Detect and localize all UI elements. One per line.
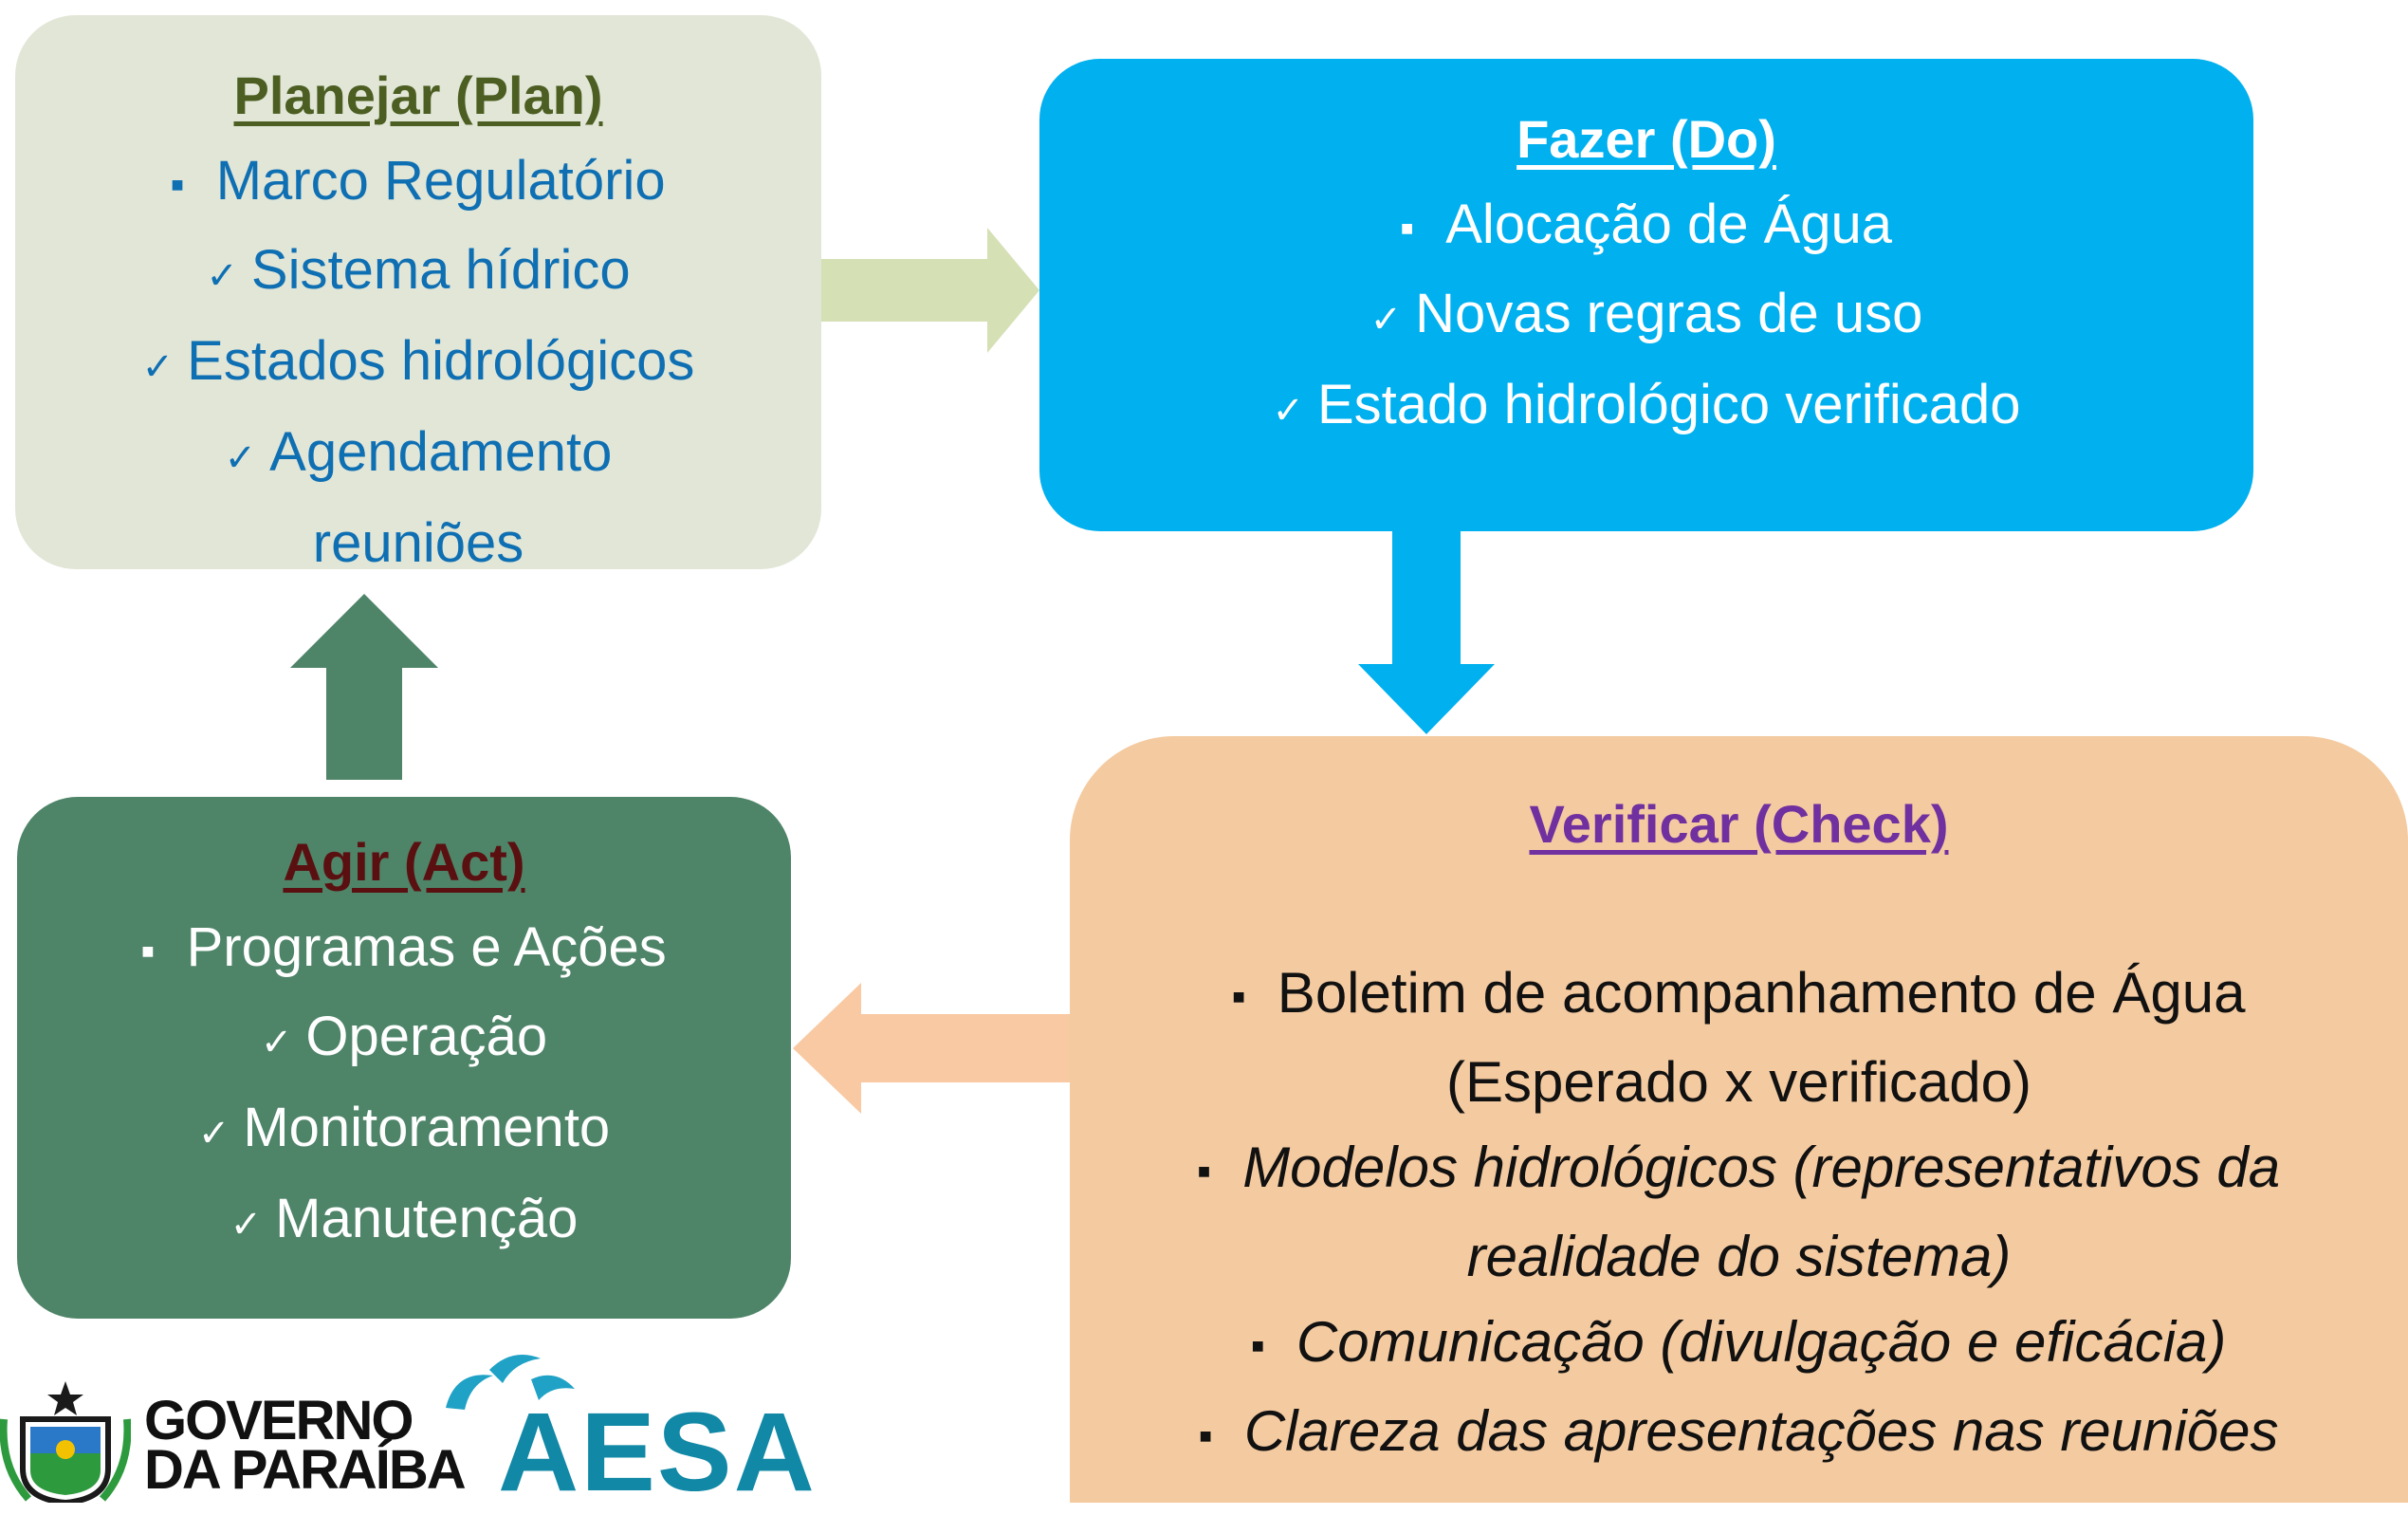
- arrow-act-to-plan: [290, 594, 438, 780]
- plan-box: Planejar (Plan) ■Marco Regulatório ✓Sist…: [15, 15, 821, 574]
- plan-item: ✓Agendamento: [224, 420, 613, 483]
- act-item: ✓Manutenção: [230, 1187, 579, 1249]
- act-title: Agir (Act): [283, 832, 525, 892]
- check-item: ■Comunicação (divulgação e eficácia): [1251, 1310, 2227, 1375]
- footer-logos: GOVERNO DA PARAÍBA AESA: [0, 1347, 817, 1515]
- plan-item: ✓Sistema hídrico: [206, 238, 631, 301]
- check-item: ■Boletim de acompanhamento de Água: [1232, 961, 2246, 1025]
- aesa-swirl-icon: [446, 1355, 575, 1410]
- check-mark-icon: ✓: [197, 1112, 230, 1155]
- plan-item-continuation: reuniões: [312, 511, 524, 574]
- government-logo-text: GOVERNO DA PARAÍBA: [144, 1390, 467, 1501]
- do-item: ■Alocação de Água: [1400, 194, 1893, 255]
- square-bullet-icon: ■: [1199, 1423, 1212, 1448]
- check-item: ■Modelos hidrológicos (representativos d…: [1197, 1136, 2281, 1200]
- check-title: Verificar (Check): [1529, 794, 1949, 854]
- check-item: ■Clareza das apresentações nas reuniões: [1199, 1399, 2279, 1464]
- check-mark-icon: ✓: [1369, 298, 1403, 341]
- arrow-plan-to-do: [821, 228, 1039, 353]
- check-mark-icon: ✓: [260, 1021, 293, 1063]
- plan-item: ■Marco Regulatório: [171, 150, 666, 212]
- do-box: Fazer (Do) ■Alocação de Água ✓Novas regr…: [1039, 59, 2253, 531]
- do-item: ✓Novas regras de uso: [1369, 282, 1923, 344]
- square-bullet-icon: ■: [1400, 215, 1414, 240]
- act-item: ✓Operação: [260, 1005, 548, 1067]
- square-bullet-icon: ■: [1251, 1334, 1264, 1358]
- act-item: ✓Monitoramento: [197, 1096, 611, 1158]
- check-mark-icon: ✓: [230, 1203, 263, 1246]
- aesa-logo-text: AESA: [498, 1390, 817, 1515]
- check-mark-icon: ✓: [224, 436, 257, 479]
- check-item-continuation: realidade do sistema): [1466, 1225, 2012, 1289]
- check-mark-icon: ✓: [206, 254, 238, 297]
- gov-line-2: DA PARAÍBA: [144, 1439, 467, 1501]
- square-bullet-icon: ■: [1232, 985, 1245, 1009]
- check-item-continuation: (Esperado x verificado): [1446, 1050, 2031, 1115]
- act-box: Agir (Act) ■Programas e Ações ✓Operação …: [17, 797, 791, 1319]
- arrow-do-to-check: [1358, 531, 1495, 734]
- check-box: Verificar (Check) ■Boletim de acompanham…: [1070, 736, 2408, 1503]
- square-bullet-icon: ■: [141, 938, 155, 963]
- gov-line-1: GOVERNO: [144, 1390, 414, 1451]
- check-mark-icon: ✓: [1272, 389, 1304, 432]
- do-item: ✓Estado hidrológico verificado: [1272, 373, 2021, 435]
- act-item: ■Programas e Ações: [141, 916, 667, 978]
- square-bullet-icon: ■: [171, 172, 184, 196]
- coat-of-arms-icon: [0, 1381, 131, 1503]
- square-bullet-icon: ■: [1197, 1159, 1211, 1184]
- plan-item: ✓Estados hidrológicos: [141, 329, 695, 392]
- plan-title: Planejar (Plan): [233, 65, 603, 125]
- check-mark-icon: ✓: [141, 345, 175, 388]
- arrow-check-to-act: [793, 983, 1072, 1114]
- do-title: Fazer (Do): [1516, 109, 1776, 169]
